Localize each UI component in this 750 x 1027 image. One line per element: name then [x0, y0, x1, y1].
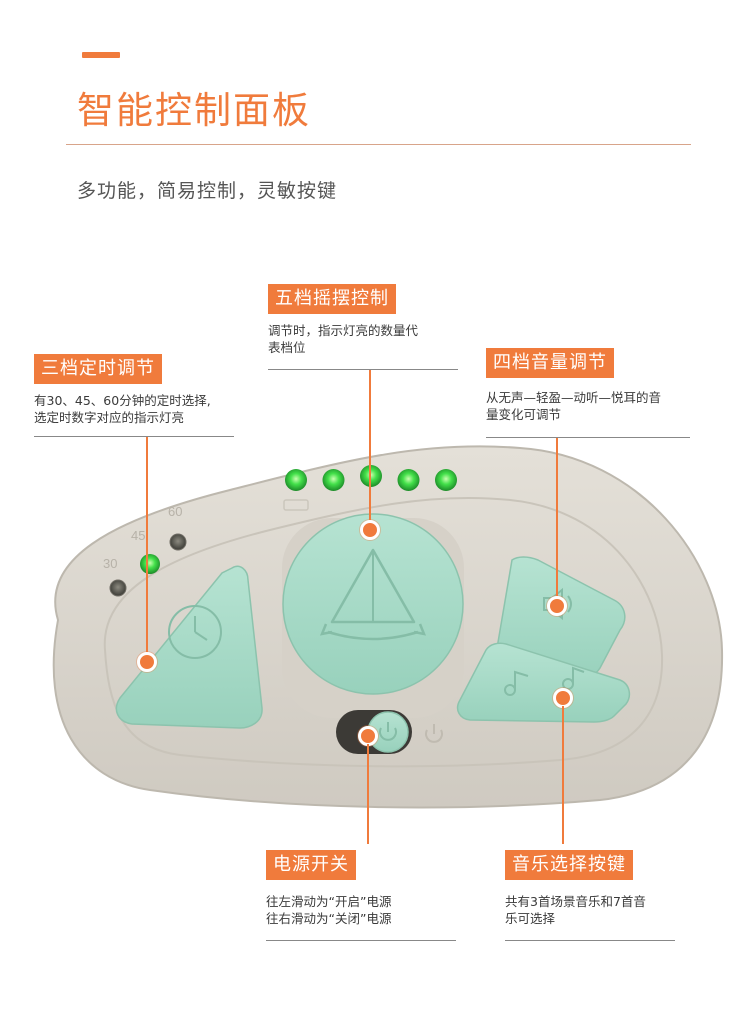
volume-desc-line1: 从无声—轻盈—动听—悦耳的音	[486, 390, 662, 405]
music-desc-line1: 共有3首场景音乐和7首音	[505, 894, 646, 909]
power-switch-tag: 电源开关	[266, 850, 356, 880]
volume-leader-line	[556, 438, 558, 603]
clock-icon	[168, 605, 222, 659]
swing-led-1	[285, 469, 307, 491]
timer-led-60	[169, 533, 187, 551]
power-desc-line1: 往左滑动为“开启”电源	[266, 894, 392, 909]
power-rule	[266, 940, 456, 941]
volume-rule	[486, 437, 690, 438]
music-leader-line	[562, 706, 564, 844]
swing-led-4	[397, 469, 420, 491]
swing-led-2	[322, 469, 345, 491]
swing-desc-line1: 调节时，指示灯亮的数量代	[268, 323, 419, 338]
swing-control-desc: 调节时，指示灯亮的数量代 表档位	[268, 322, 418, 356]
timer-control-desc: 有30、45、60分钟的定时选择, 选定时数字对应的指示灯亮	[34, 392, 211, 426]
timer-desc-line2: 选定时数字对应的指示灯亮	[34, 410, 185, 425]
volume-control-tag: 四档音量调节	[486, 348, 614, 378]
panel-rim	[103, 496, 664, 768]
swing-led-5	[435, 469, 457, 491]
swing-rule	[268, 369, 458, 370]
music-rule	[505, 940, 675, 941]
timer-mark-45: 45	[131, 528, 145, 543]
swing-level-leds	[285, 465, 457, 491]
power-leader-dot	[358, 726, 378, 746]
power-switch-desc: 往左滑动为“开启”电源 往右滑动为“关闭”电源	[266, 893, 391, 927]
timer-led-30	[109, 579, 127, 597]
page-title: 智能控制面板	[77, 89, 311, 132]
volume-desc-line2: 量变化可调节	[486, 407, 562, 422]
music-desc-line2: 乐可选择	[505, 911, 556, 926]
swing-leader-dot	[360, 520, 380, 540]
music-select-desc: 共有3首场景音乐和7首音 乐可选择	[505, 893, 646, 927]
timer-mark-30: 30	[103, 556, 117, 571]
timer-rule	[34, 436, 234, 437]
page-subtitle: 多功能，简易控制，灵敏按键	[77, 180, 338, 202]
timer-desc-line1: 有30、45、60分钟的定时选择,	[34, 393, 211, 408]
volume-leader-dot	[547, 596, 567, 616]
timer-control-tag: 三档定时调节	[34, 354, 162, 384]
power-icon-knob	[379, 722, 397, 741]
swing-leader-line	[369, 370, 371, 528]
timer-led-45	[140, 554, 160, 574]
power-desc-line2: 往右滑动为“关闭”电源	[266, 911, 392, 926]
swing-led-3	[360, 465, 382, 487]
timer-mark-60: 60	[168, 504, 182, 519]
timer-leader-line	[146, 437, 148, 657]
timer-button-shape	[115, 565, 263, 729]
swing-control-tag: 五档摇摆控制	[268, 284, 396, 314]
title-divider	[66, 144, 691, 145]
swing-led-slot	[283, 499, 309, 511]
music-button-shape	[456, 642, 631, 723]
music-leader-dot	[553, 688, 573, 708]
swing-desc-line2: 表档位	[268, 340, 306, 355]
volume-control-desc: 从无声—轻盈—动听—悦耳的音 量变化可调节	[486, 389, 661, 423]
power-icon	[425, 724, 443, 743]
music-select-tag: 音乐选择按键	[505, 850, 633, 880]
power-leader-line	[367, 744, 369, 844]
timer-leader-dot	[137, 652, 157, 672]
title-accent-bar	[82, 52, 120, 58]
